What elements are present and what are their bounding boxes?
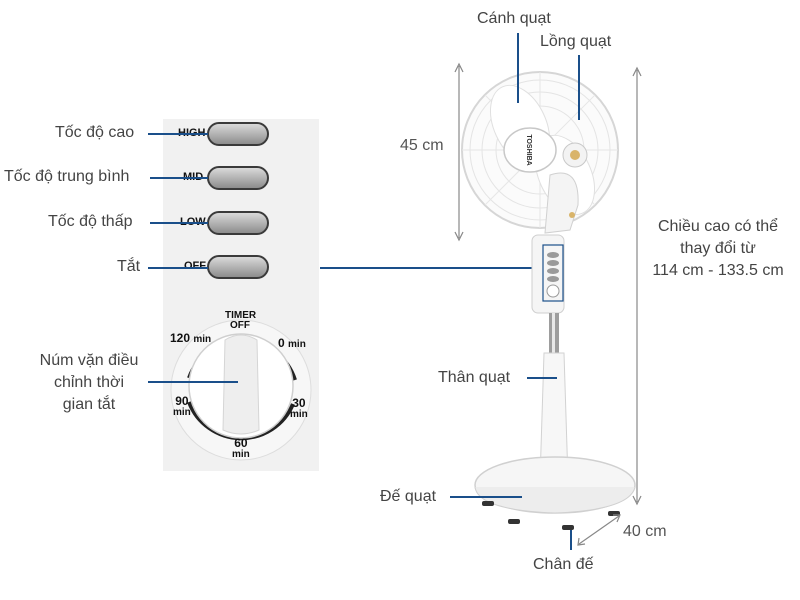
timer-0: 0 min xyxy=(278,336,306,350)
label-speed-high: Tốc độ cao xyxy=(55,124,135,141)
leader-off xyxy=(148,267,208,269)
label-height-note: Chiều cao có thể thay đổi từ 114 cm - 13… xyxy=(652,218,784,279)
dimension-height-arrow xyxy=(632,66,642,506)
timer-title-2: OFF xyxy=(230,320,250,331)
off-button[interactable] xyxy=(207,255,269,279)
label-body: Thân quạt xyxy=(438,369,511,386)
leader-cage xyxy=(578,55,580,120)
leader-mid xyxy=(150,177,208,179)
timer-title-1: TIMER xyxy=(225,310,257,321)
dimension-40-arrow xyxy=(577,514,621,546)
timer-dial xyxy=(170,319,312,461)
brand-logo: TOSHIBA xyxy=(525,134,532,165)
label-base: Đế quạt xyxy=(380,488,437,505)
timer-title: TIMER OFF xyxy=(225,310,257,331)
label-cage: Lồng quạt xyxy=(540,33,612,50)
leader-body xyxy=(527,377,557,379)
label-blade: Cánh quạt xyxy=(477,10,551,27)
label-timer-knob: Núm vặn điều chỉnh thời gian tắt xyxy=(39,352,139,413)
off-button-text: OFF xyxy=(184,260,206,272)
high-speed-button[interactable] xyxy=(207,122,269,146)
label-speed-mid: Tốc độ trung bình xyxy=(4,168,130,185)
leader-high xyxy=(148,133,208,135)
leader-panel-connector xyxy=(320,267,544,269)
label-speed-low: Tốc độ thấp xyxy=(48,213,133,230)
dimension-45-label: 45 cm xyxy=(400,137,444,154)
leader-low xyxy=(150,222,208,224)
dimension-45-arrow xyxy=(454,62,464,242)
mid-speed-button[interactable] xyxy=(207,166,269,190)
leader-foot xyxy=(570,530,572,550)
label-off: Tắt xyxy=(117,258,141,275)
label-foot: Chân đế xyxy=(533,556,594,573)
leader-timer xyxy=(148,381,238,383)
dimension-40-label: 40 cm xyxy=(623,523,667,540)
leader-base xyxy=(450,496,522,498)
low-speed-button[interactable] xyxy=(207,211,269,235)
leader-blade xyxy=(517,33,519,103)
timer-120: 120 min xyxy=(170,331,212,345)
